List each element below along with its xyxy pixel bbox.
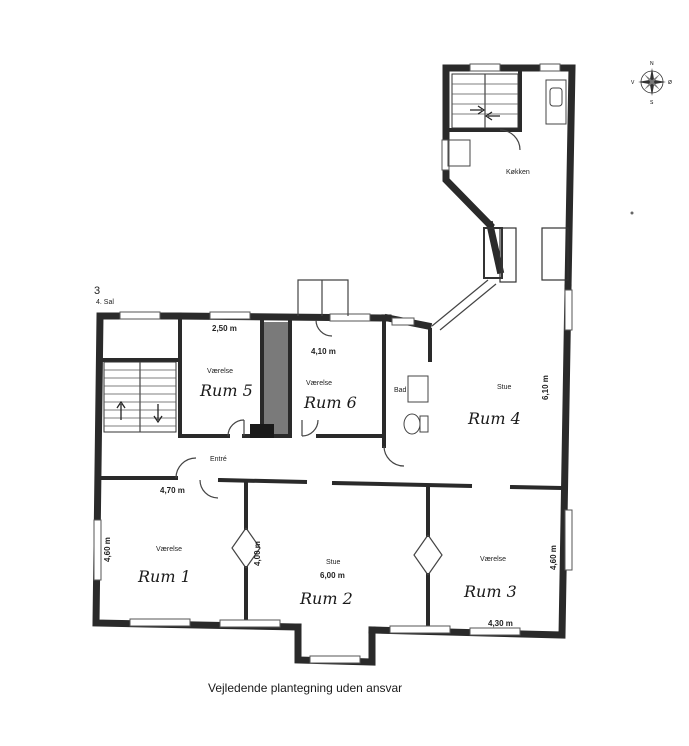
dim-610: 6,10 m	[541, 375, 550, 400]
dim-410: 4,10 m	[311, 347, 336, 356]
arrow-up-icon	[116, 400, 126, 420]
label-entre: Entré	[210, 456, 227, 463]
arrow-right-icon	[470, 105, 486, 115]
hand-rum-2: Rum 2	[299, 589, 353, 608]
floor-level: 4. Sal	[96, 299, 114, 306]
arrow-down-icon	[153, 404, 163, 424]
windows	[93, 63, 573, 664]
dim-600: 6,00 m	[320, 571, 345, 580]
compass-e: Ø	[668, 80, 672, 86]
dim-460-right: 4,60 m	[549, 545, 558, 570]
floor-number: 3	[94, 285, 100, 297]
label-vaerelse-5: Værelse	[207, 368, 233, 375]
dim-430: 4,30 m	[488, 619, 513, 628]
compass-w: V	[631, 80, 635, 86]
label-vaerelse-1: Værelse	[156, 546, 182, 553]
hand-rum-6: Rum 6	[303, 393, 357, 412]
label-stue-main: Stue	[326, 559, 341, 566]
label-vaerelse-6: Værelse	[306, 380, 332, 387]
hand-rum-5: Rum 5	[199, 381, 253, 400]
kitchen-fixtures	[447, 79, 567, 167]
speck	[630, 211, 634, 215]
dim-470: 4,70 m	[160, 486, 185, 495]
doors	[175, 129, 521, 576]
stairs-kitchen	[451, 73, 519, 129]
interior-walls	[98, 70, 563, 630]
hand-rum-4: Rum 4	[467, 409, 521, 428]
compass-icon: N S Ø V	[631, 61, 672, 106]
label-stue-right: Stue	[497, 384, 512, 391]
label-vaerelse-3: Værelse	[480, 556, 506, 563]
arrow-left-icon	[484, 111, 500, 121]
compass-s: S	[650, 100, 654, 106]
hand-rum-1: Rum 1	[137, 567, 191, 586]
bathroom-fixtures	[403, 375, 429, 435]
dim-400: 4,00 m	[253, 541, 262, 566]
chimney-base	[250, 424, 274, 438]
compass-n: N	[650, 61, 654, 67]
dim-460-left: 4,60 m	[103, 537, 112, 562]
dim-250: 2,50 m	[212, 324, 237, 333]
caption: Vejledende plantegning uden ansvar	[208, 681, 402, 695]
chimney-block	[264, 322, 288, 434]
angled-wall	[431, 220, 569, 331]
label-kokken: Køkken	[506, 169, 530, 176]
balcony	[297, 279, 349, 316]
label-bad: Bad	[394, 387, 407, 394]
stairs-main	[103, 361, 177, 433]
hand-rum-3: Rum 3	[463, 582, 517, 601]
